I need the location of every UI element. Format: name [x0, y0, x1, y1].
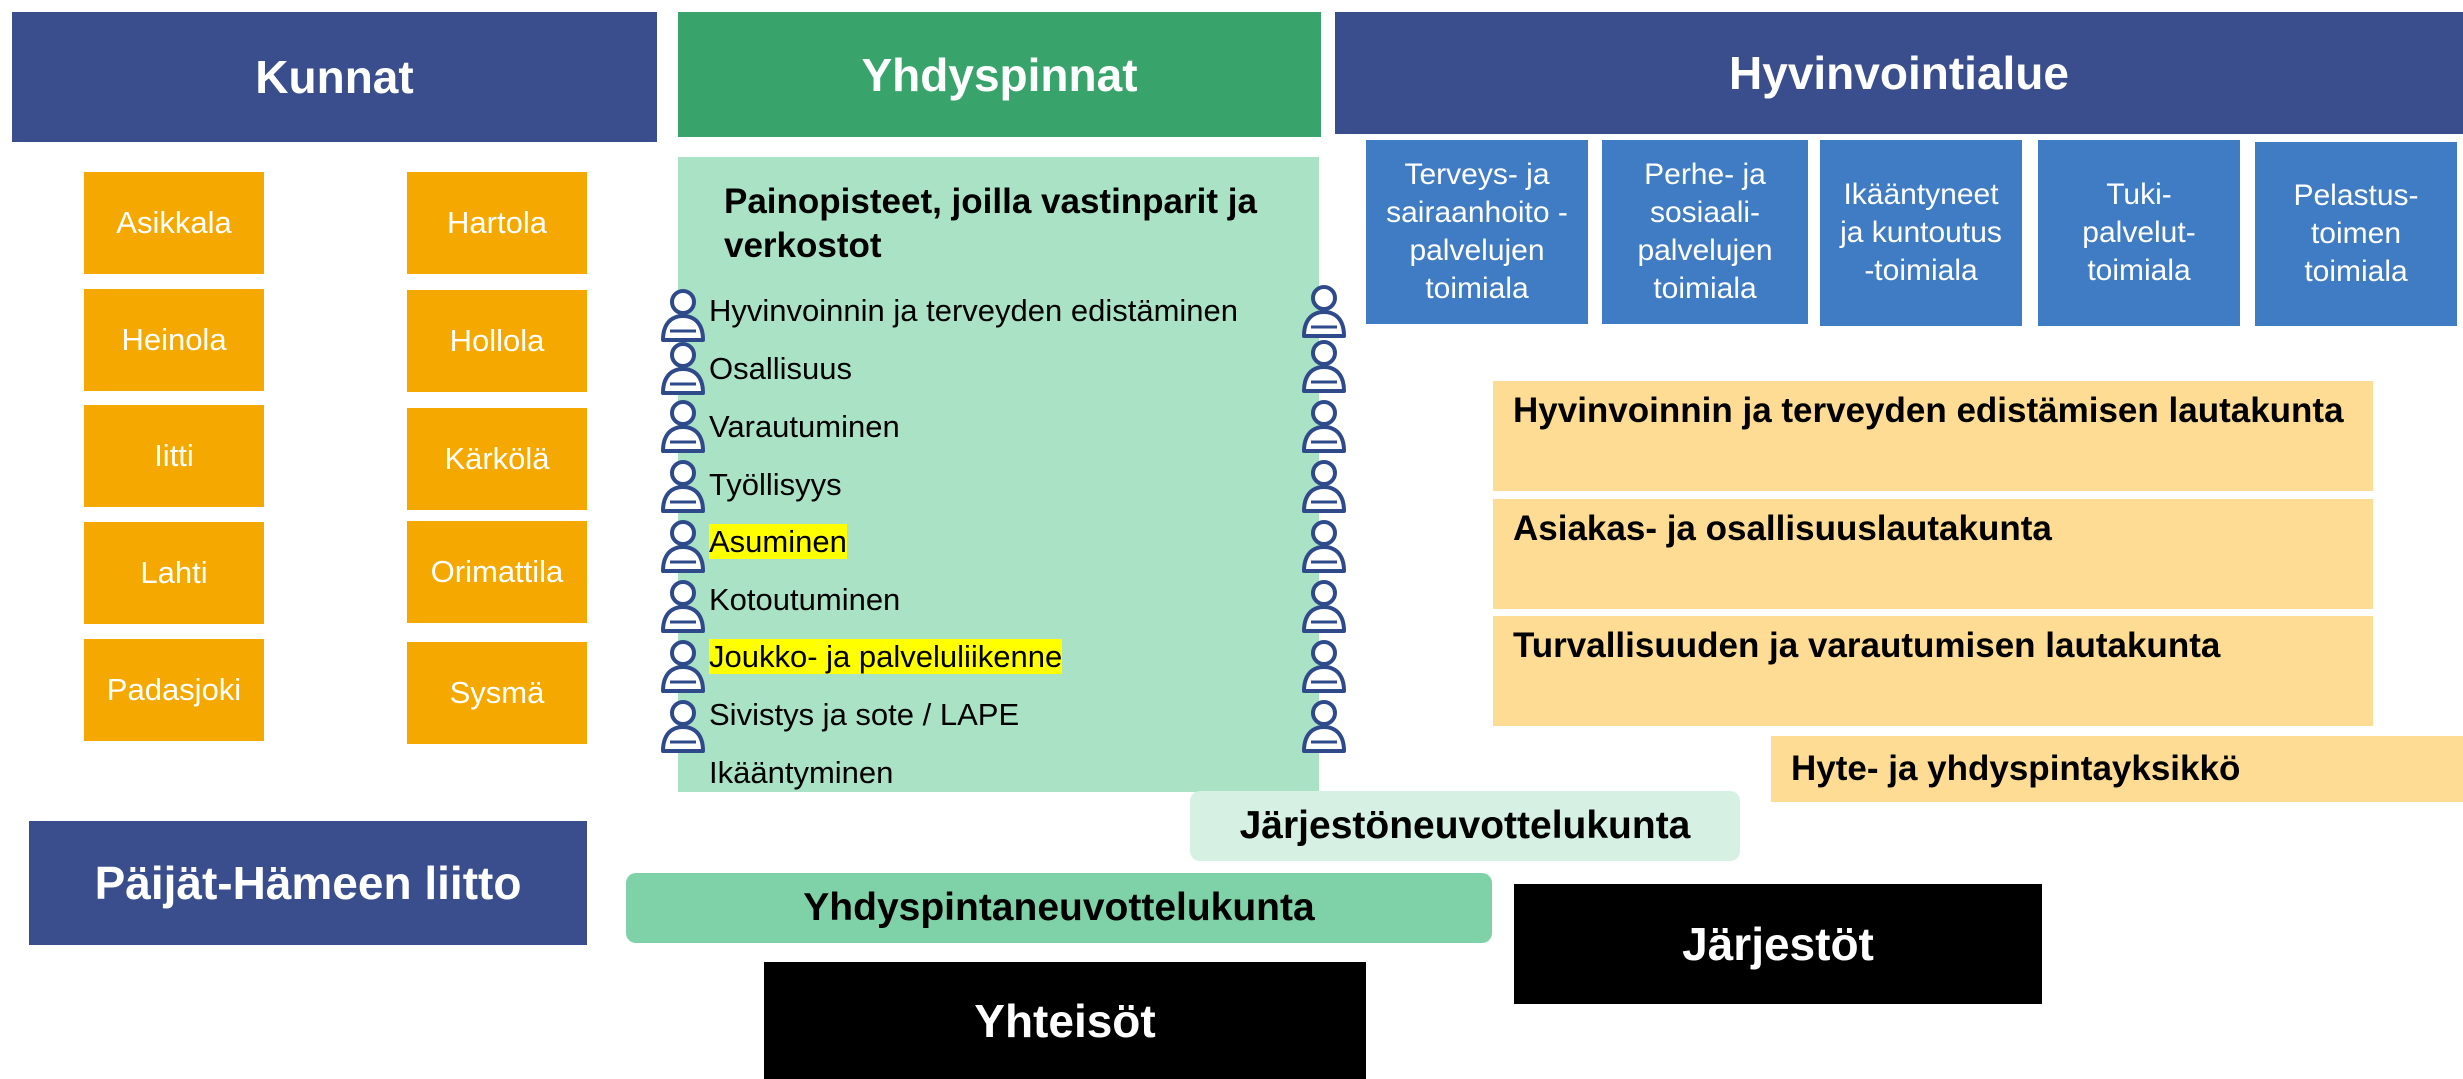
department-box: Perhe- ja sosiaali-palvelujen toimiala: [1602, 140, 1808, 324]
municipality-box: Padasjoki: [84, 639, 264, 741]
priority-item-label: Sivistys ja sote / LAPE: [709, 697, 1020, 732]
priority-item: Joukko- ja palveluliikenne: [709, 639, 1063, 675]
municipality-box: Hollola: [407, 290, 587, 392]
person-icon: [658, 698, 708, 754]
jarjestot-box: Järjestöt: [1514, 884, 2042, 1004]
municipality-box: Iitti: [84, 405, 264, 507]
priority-item: Hyvinvoinnin ja terveyden edistäminen: [709, 293, 1238, 329]
person-icon: [1299, 458, 1349, 514]
person-icon: [658, 518, 708, 574]
municipality-box: Sysmä: [407, 642, 587, 744]
department-box: Tuki-palvelut-toimiala: [2038, 140, 2240, 326]
jarjestoneuvottelukunta-box: Järjestöneuvottelukunta: [1190, 791, 1740, 861]
municipality-box: Lahti: [84, 522, 264, 624]
department-box: Ikääntyneet ja kuntoutus -toimiala: [1820, 140, 2022, 326]
person-icon: [1299, 398, 1349, 454]
person-icon: [1299, 638, 1349, 694]
person-icon: [1299, 698, 1349, 754]
priority-item: Sivistys ja sote / LAPE: [709, 697, 1019, 733]
department-box: Terveys- ja sairaanhoito -palvelujen toi…: [1366, 140, 1588, 324]
header-hyvinvointialue: Hyvinvointialue: [1335, 12, 2463, 134]
paijat-hameen-liitto-box: Päijät-Hämeen liitto: [29, 821, 587, 945]
department-box: Pelastus-toimen toimiala: [2255, 142, 2457, 326]
header-yhdyspinnat: Yhdyspinnat: [678, 12, 1321, 137]
person-icon: [658, 287, 708, 343]
priority-item: Työllisyys: [709, 467, 842, 503]
priority-item-label: Työllisyys: [709, 467, 842, 502]
person-icon: [658, 578, 708, 634]
yhteisot-box: Yhteisöt: [764, 962, 1366, 1079]
priority-item: Varautuminen: [709, 409, 900, 445]
priority-item: Osallisuus: [709, 351, 852, 387]
municipality-box: Heinola: [84, 289, 264, 391]
person-icon: [1299, 283, 1349, 339]
priority-item-label: Osallisuus: [709, 351, 852, 386]
priority-item: Kotoutuminen: [709, 582, 900, 618]
person-icon: [658, 398, 708, 454]
municipality-box: Asikkala: [84, 172, 264, 274]
yhdyspintaneuvottelukunta-box: Yhdyspintaneuvottelukunta: [626, 873, 1492, 943]
priorities-title: Painopisteet, joilla vastinparit ja verk…: [724, 182, 1257, 265]
hyte-unit-box: Hyte- ja yhdyspintayksikkö: [1771, 736, 2463, 802]
person-icon: [658, 638, 708, 694]
person-icon: [658, 340, 708, 396]
municipality-box: Kärkölä: [407, 408, 587, 510]
person-icon: [1299, 338, 1349, 394]
board-box: Turvallisuuden ja varautumisen lautakunt…: [1493, 616, 2373, 726]
priority-item-label: Asuminen: [709, 524, 847, 559]
priority-item: Asuminen: [709, 524, 847, 560]
priorities-panel: [678, 157, 1319, 792]
priority-item: Ikääntyminen: [709, 755, 893, 791]
priority-item-label: Kotoutuminen: [709, 582, 901, 617]
board-box: Asiakas- ja osallisuuslautakunta: [1493, 499, 2373, 609]
person-icon: [1299, 518, 1349, 574]
municipality-box: Orimattila: [407, 521, 587, 623]
board-box: Hyvinvoinnin ja terveyden edistämisen la…: [1493, 381, 2373, 491]
priority-item-label: Ikääntyminen: [709, 755, 894, 790]
person-icon: [1299, 578, 1349, 634]
person-icon: [658, 458, 708, 514]
priority-item-label: Hyvinvoinnin ja terveyden edistäminen: [709, 293, 1239, 328]
municipality-box: Hartola: [407, 172, 587, 274]
priority-item-label: Joukko- ja palveluliikenne: [709, 639, 1063, 674]
priority-item-label: Varautuminen: [709, 409, 900, 444]
header-kunnat: Kunnat: [12, 12, 657, 142]
